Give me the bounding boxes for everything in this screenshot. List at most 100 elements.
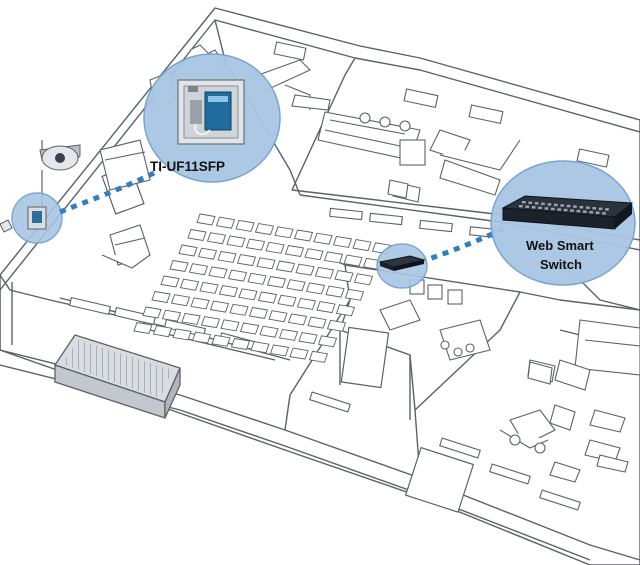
- storage-bin: [206, 232, 227, 245]
- storage-bin: [268, 310, 288, 323]
- storage-bins-grid: [133, 213, 392, 363]
- switch-port: [592, 207, 596, 210]
- storage-bin: [275, 260, 296, 273]
- storage-bin: [286, 279, 306, 292]
- switch-label-line2: Switch: [540, 257, 582, 272]
- storage-bin: [317, 335, 338, 348]
- storage-bin: [313, 232, 333, 245]
- storage-bin: [178, 244, 198, 257]
- storage-bin: [323, 251, 344, 264]
- storage-bin: [296, 297, 317, 310]
- storage-bin: [235, 219, 255, 232]
- storage-bin: [314, 266, 335, 279]
- wall-plug-icon: [0, 219, 13, 233]
- storage-bin: [169, 259, 189, 273]
- storage-bin: [287, 313, 308, 326]
- switch-port: [595, 211, 600, 214]
- switch-port: [541, 202, 545, 206]
- storage-bin: [265, 241, 285, 254]
- storage-bin: [305, 282, 326, 295]
- storage-bin: [179, 278, 200, 291]
- storage-bin: [191, 331, 212, 344]
- storage-bin: [151, 290, 171, 304]
- switch-port: [554, 203, 558, 207]
- switch-port: [586, 206, 590, 209]
- storage-bin: [209, 300, 230, 313]
- switch-port: [576, 209, 581, 213]
- storage-bin: [196, 213, 216, 226]
- storage-bin: [170, 294, 191, 307]
- switch-port: [566, 204, 571, 208]
- storage-bin: [208, 266, 228, 279]
- storage-bin: [211, 334, 231, 347]
- storage-bin: [332, 235, 353, 248]
- storage-bin: [335, 304, 356, 317]
- storage-bin: [197, 247, 218, 260]
- storage-bin: [215, 216, 236, 229]
- switch-port: [598, 207, 603, 210]
- storage-bin: [161, 309, 182, 322]
- switch-port: [557, 208, 561, 211]
- storage-bin: [298, 332, 318, 345]
- storage-bin: [245, 238, 266, 251]
- switch-port: [563, 208, 568, 212]
- storage-bin: [269, 344, 290, 357]
- switch-port: [534, 202, 539, 205]
- storage-bin: [316, 301, 336, 314]
- storage-bin: [307, 316, 327, 329]
- storage-bin: [266, 275, 287, 289]
- storage-bin: [217, 250, 237, 263]
- storage-bin: [248, 306, 269, 320]
- storage-bin: [254, 223, 275, 236]
- storage-bin: [334, 270, 354, 283]
- storage-bin: [352, 239, 372, 252]
- storage-bin: [227, 269, 248, 282]
- switch-port: [583, 210, 587, 213]
- storage-bin: [256, 257, 276, 270]
- storage-bin: [133, 321, 153, 335]
- storage-bin: [277, 294, 297, 307]
- storage-bin: [187, 228, 207, 242]
- switch-port: [605, 208, 609, 211]
- switch-port: [589, 211, 593, 214]
- switch-port: [570, 209, 574, 212]
- storage-bin: [238, 288, 258, 301]
- switch-label-line1: Web Smart: [526, 238, 594, 253]
- switch-port: [525, 205, 529, 208]
- storage-bin: [142, 306, 162, 319]
- storage-bin: [293, 229, 314, 242]
- storage-bin: [230, 337, 251, 351]
- left-device-bubble: [11, 192, 63, 244]
- switch-port: [544, 207, 549, 210]
- switch-callout: Web Smart Switch: [490, 160, 636, 286]
- link-converter-to-left: [59, 167, 162, 215]
- storage-bin: [284, 244, 305, 258]
- storage-bin: [218, 285, 239, 298]
- storage-bin: [278, 328, 299, 341]
- switch-port: [538, 206, 542, 210]
- storage-bin: [274, 226, 294, 239]
- storage-bin: [257, 291, 278, 304]
- converter-label: TI-UF11SFP: [150, 159, 225, 174]
- storage-bin: [326, 319, 347, 332]
- storage-bin: [308, 350, 329, 363]
- storage-bin: [247, 272, 267, 285]
- storage-bin: [188, 263, 209, 276]
- switch-port: [573, 205, 577, 208]
- switch-port: [551, 207, 555, 211]
- shipping-container: [53, 334, 181, 419]
- switch-port: [531, 206, 536, 209]
- storage-bin: [172, 328, 192, 341]
- switch-icon: [501, 195, 634, 230]
- storage-bin: [220, 319, 240, 332]
- storage-bin: [239, 322, 260, 335]
- storage-bin: [325, 285, 345, 298]
- storage-bin: [304, 248, 324, 261]
- storage-bin: [190, 297, 210, 310]
- converter-callout: TI-UF11SFP: [143, 53, 281, 183]
- switch-room-bubble: [376, 243, 428, 289]
- storage-bin: [250, 341, 270, 354]
- media-converter-icon: [177, 79, 245, 145]
- switch-port: [547, 203, 552, 206]
